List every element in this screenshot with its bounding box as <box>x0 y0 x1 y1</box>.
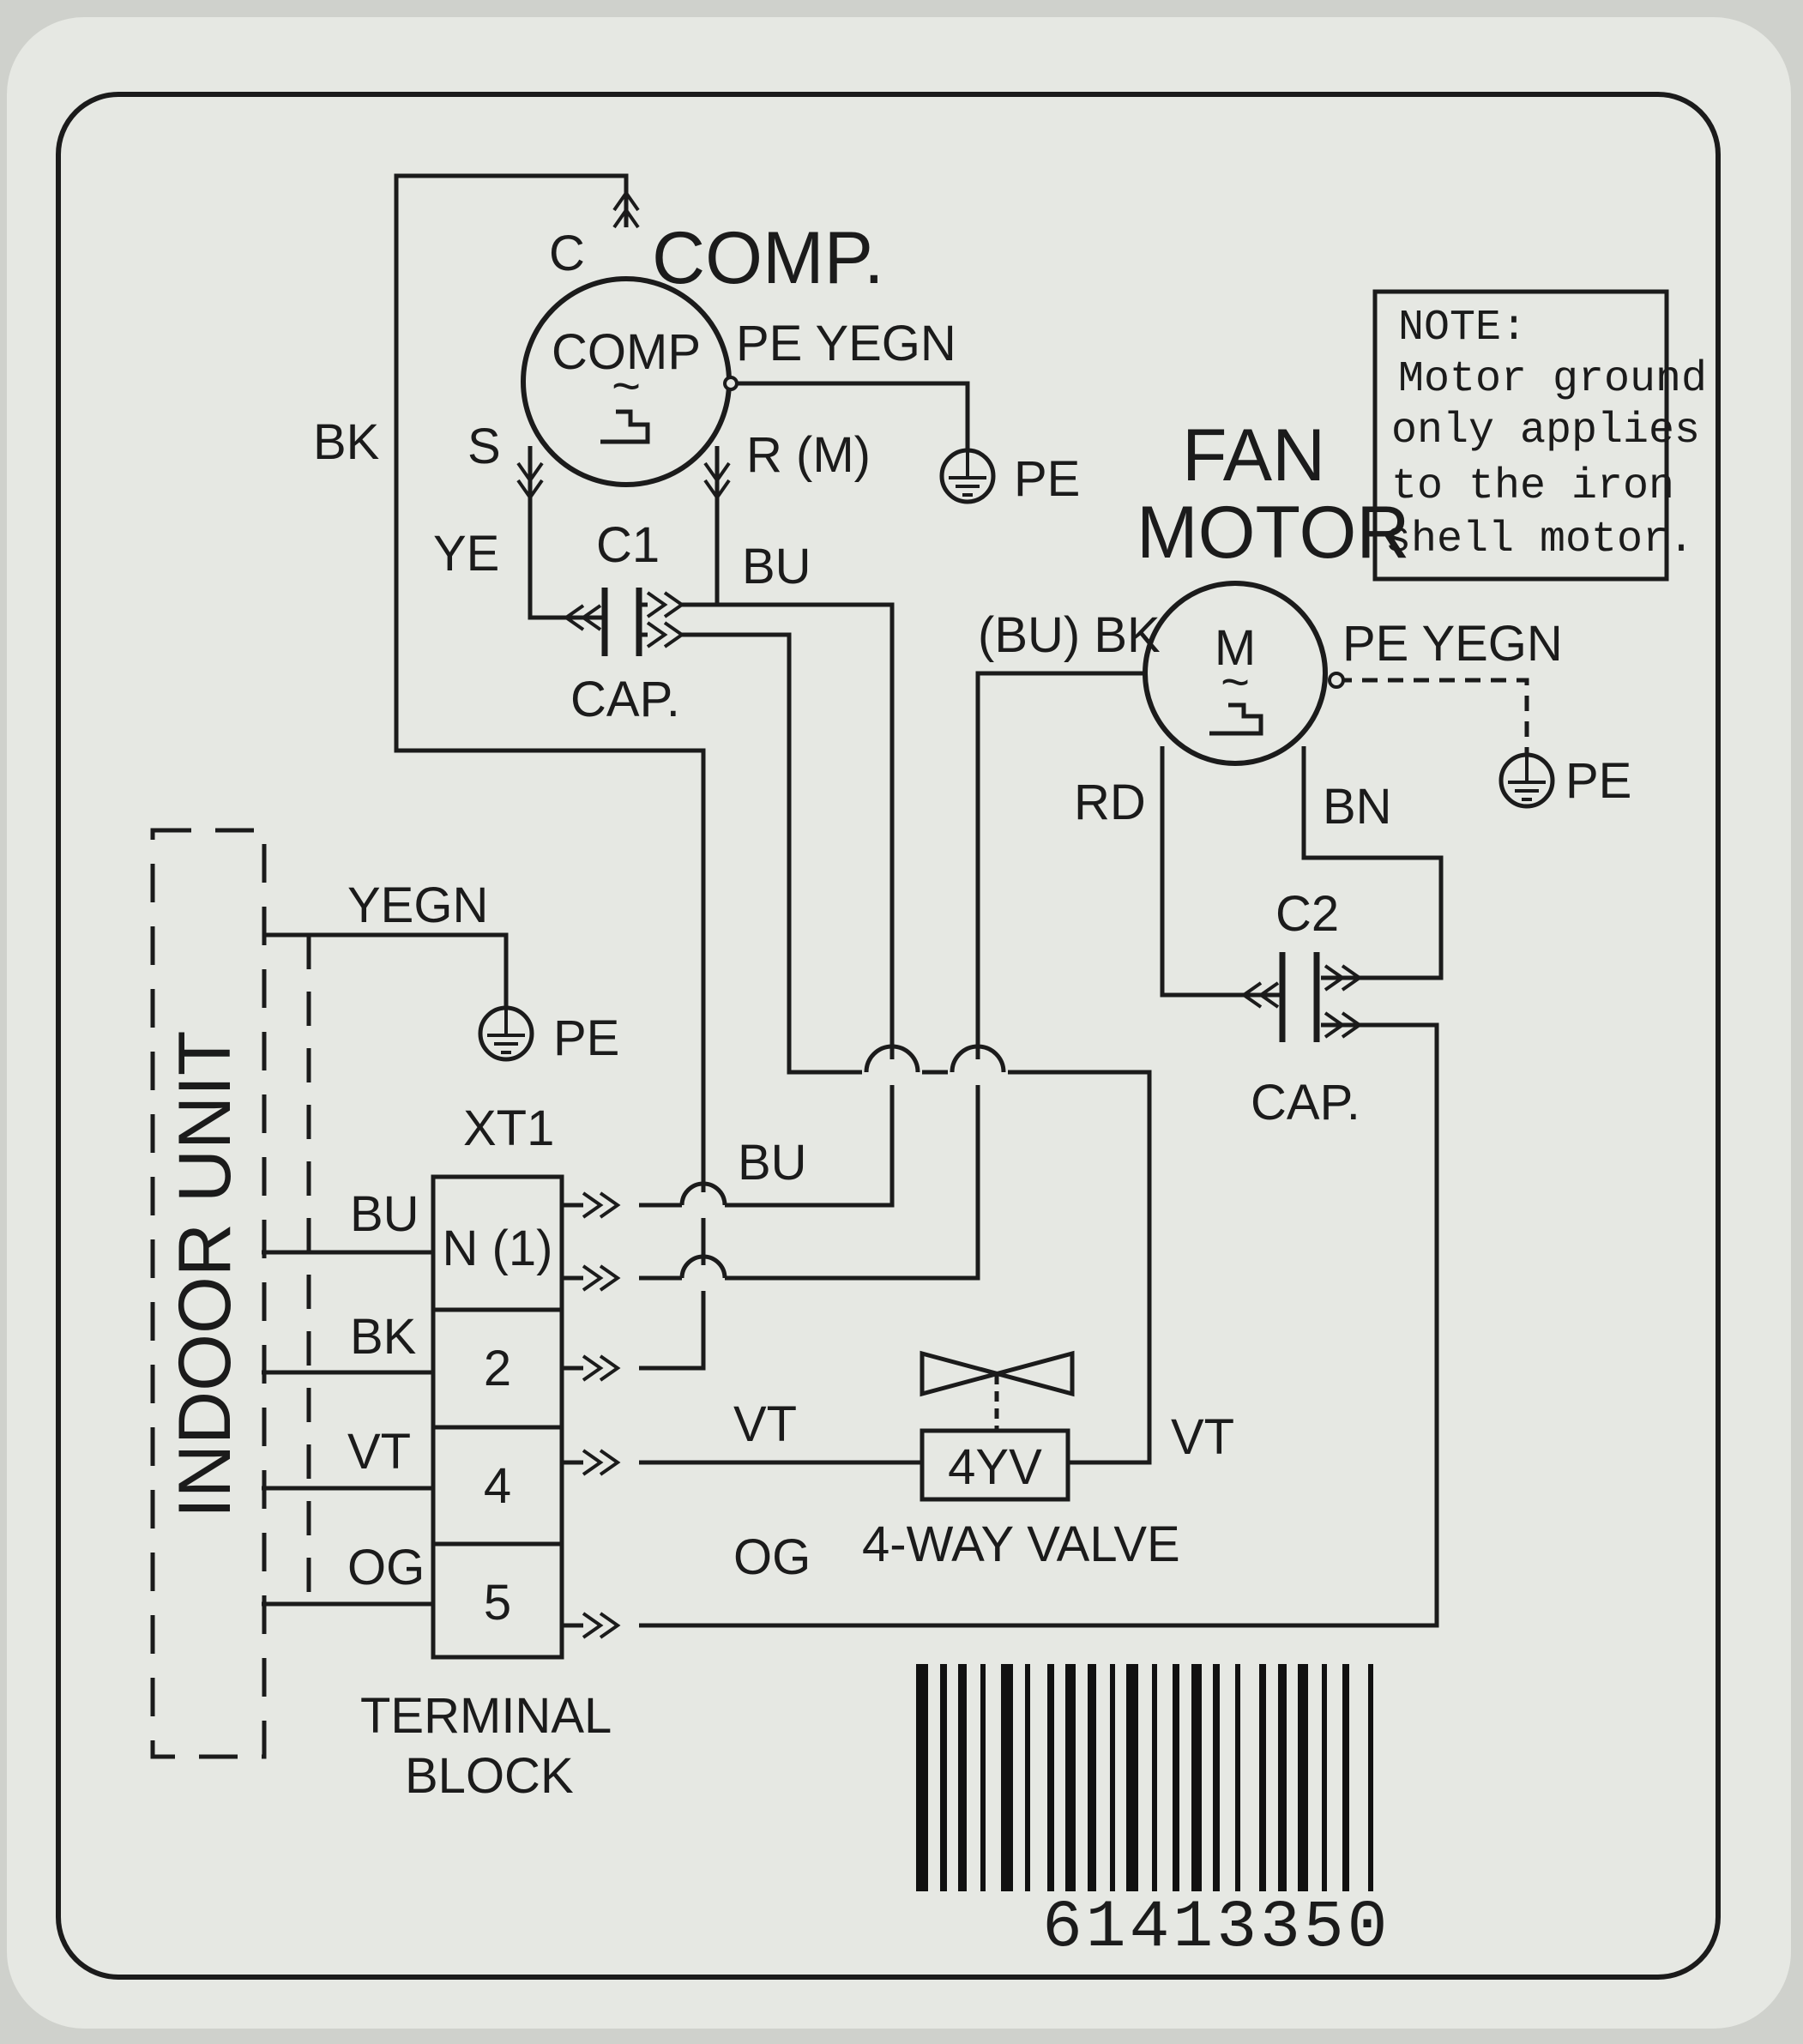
barcode-bar <box>916 1664 928 1891</box>
capacitor-c1: C1 CAP. <box>564 517 684 727</box>
fan-pe-wire-label: PE YEGN <box>1342 616 1563 672</box>
terminal-block: XT1 N (1) 2 4 5 TERMINAL BLOCK <box>360 1100 619 1804</box>
compressor-pe-wire-label: PE YEGN <box>736 316 956 371</box>
barcode-bar <box>1368 1664 1373 1891</box>
compressor-s-label: S <box>467 419 501 474</box>
capacitor-c1-caption: CAP. <box>570 672 680 727</box>
barcode-bar <box>1322 1664 1327 1891</box>
fan-ground-icon <box>1501 755 1553 806</box>
compressor: COMP ~ COMP. C S R (M) PE YEGN PE <box>467 191 1080 507</box>
fan-motor-label: M <box>1215 620 1256 676</box>
fan-bk-label: (BU) BK <box>978 607 1161 663</box>
compressor-ac-symbol: ~ <box>612 359 641 414</box>
indoor-unit: INDOOR UNIT YEGN PE BU BK VT OG <box>150 828 619 1759</box>
four-way-valve: 4YV 4-WAY VALVE <box>862 1350 1180 1572</box>
compressor-title: COMP. <box>652 217 884 299</box>
barcode-bar <box>1065 1664 1076 1891</box>
barcode-bar <box>1001 1664 1013 1891</box>
wire-bk-label: BK <box>313 414 380 470</box>
terminal-id: XT1 <box>463 1100 554 1156</box>
barcode-bar <box>1173 1664 1179 1891</box>
compressor-motor-label: COMP <box>552 324 701 380</box>
note-line-1: NOTE: <box>1398 304 1527 353</box>
fan-motor: FAN MOTOR M ~ (BU) BK PE YEGN PE RD BN <box>978 414 1631 835</box>
indoor-pe-label: PE <box>553 1010 619 1066</box>
barcode-bar <box>1191 1664 1202 1891</box>
terminal-row-5: 5 <box>484 1575 511 1631</box>
fan-pe-label: PE <box>1565 753 1631 809</box>
indoor-bk-label: BK <box>350 1309 417 1365</box>
terminal-row-n1: N (1) <box>443 1221 553 1276</box>
indoor-unit-label: INDOOR UNIT <box>164 1030 246 1518</box>
wire-vt-label: VT <box>733 1396 797 1452</box>
wire-ye-label: YE <box>433 526 499 582</box>
capacitor-c2-label: C2 <box>1275 886 1339 942</box>
wire-vt-right-label: VT <box>1171 1409 1234 1465</box>
terminal-row-4: 4 <box>484 1458 511 1514</box>
valve-id: 4YV <box>948 1439 1042 1495</box>
barcode-bar <box>940 1664 947 1891</box>
barcode: 61413350 <box>916 1664 1390 1966</box>
barcode-bar <box>1298 1664 1308 1891</box>
fan-title-1: FAN <box>1182 414 1325 497</box>
indoor-yegn-label: YEGN <box>347 877 488 933</box>
barcode-bar <box>1126 1664 1138 1891</box>
fan-ac-symbol: ~ <box>1221 654 1250 710</box>
indoor-ground-icon <box>480 1008 532 1059</box>
note-line-3: only applies <box>1391 407 1700 455</box>
capacitor-c2-caption: CAP. <box>1251 1075 1360 1131</box>
wire-bu-label: BU <box>742 539 811 594</box>
note-box: NOTE: Motor ground only applies to the i… <box>1372 289 1707 582</box>
barcode-bar <box>1235 1664 1240 1891</box>
terminal-row-2: 2 <box>484 1341 511 1396</box>
thermal-protector-icon <box>600 409 650 444</box>
capacitor-c1-label: C1 <box>596 517 660 573</box>
barcode-bar <box>1342 1664 1349 1891</box>
fan-rd-label: RD <box>1074 775 1146 830</box>
capacitor-c2: C2 CAP. <box>1242 886 1361 1131</box>
fan-motor-symbol <box>1143 581 1328 766</box>
terminal-label-1: TERMINAL <box>360 1688 612 1744</box>
valve-label: 4-WAY VALVE <box>862 1516 1180 1572</box>
wire-bu-mid-label: BU <box>738 1135 807 1191</box>
barcode-bar <box>1025 1664 1030 1891</box>
fan-thermal-protector-icon <box>1209 702 1263 736</box>
note-line-5: shell motor. <box>1385 516 1694 564</box>
terminal-label-2: BLOCK <box>405 1748 574 1804</box>
barcode-bar <box>1088 1664 1096 1891</box>
indoor-vt-label: VT <box>347 1424 411 1480</box>
barcode-bar <box>1259 1664 1266 1891</box>
note-line-4: to the iron <box>1391 462 1674 511</box>
sticker-border <box>56 92 1721 1980</box>
fan-bn-label: BN <box>1323 779 1392 835</box>
barcode-bar <box>980 1664 986 1891</box>
barcode-bar <box>958 1664 967 1891</box>
indoor-og-label: OG <box>347 1540 425 1595</box>
compressor-c-label: C <box>549 226 585 281</box>
barcode-bar <box>1152 1664 1157 1891</box>
note-line-2: Motor ground <box>1398 355 1707 404</box>
valve-icon <box>920 1350 1075 1397</box>
indoor-bu-label: BU <box>350 1186 419 1242</box>
barcode-number: 61413350 <box>1042 1890 1390 1966</box>
compressor-pe-label: PE <box>1014 451 1080 507</box>
wire-og-label: OG <box>733 1529 811 1585</box>
barcode-bar <box>1213 1664 1220 1891</box>
compressor-r-label: R (M) <box>746 427 871 483</box>
barcode-bar <box>1047 1664 1054 1891</box>
fan-title-2: MOTOR <box>1137 491 1410 574</box>
compressor-ground-icon <box>942 450 993 502</box>
barcode-bar <box>1278 1664 1287 1891</box>
wire-crossovers <box>679 1044 1008 1291</box>
indoor-unit-box <box>150 828 267 1759</box>
barcode-bar <box>1110 1664 1115 1891</box>
